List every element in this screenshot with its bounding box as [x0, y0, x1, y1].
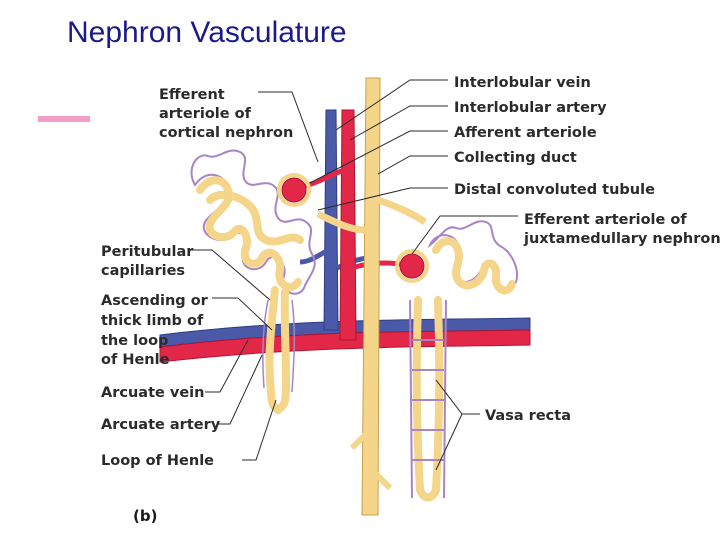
label-loop-of-henle: Loop of Henle	[101, 453, 214, 469]
label-ascending-3: the loop	[101, 333, 168, 349]
label-ascending-1: Ascending or	[101, 293, 209, 309]
label-efferent-cortical-2: arteriole of	[159, 106, 252, 122]
accent-bar	[38, 116, 90, 122]
labels: Efferent arteriole of cortical nephron I…	[101, 75, 720, 525]
label-ascending-4: of Henle	[101, 352, 170, 368]
label-ascending-2: thick limb of	[101, 313, 204, 329]
label-interlobular-vein: Interlobular vein	[454, 75, 591, 91]
leader-lines	[190, 79, 518, 471]
label-arcuate-artery: Arcuate artery	[101, 417, 221, 433]
cortical-nephron	[190, 149, 316, 415]
label-collecting-duct: Collecting duct	[454, 150, 577, 166]
label-vasa-recta: Vasa recta	[485, 408, 571, 424]
juxtamedullary-nephron	[395, 220, 518, 502]
label-distal-convoluted-tubule: Distal convoluted tubule	[454, 182, 655, 198]
interlobular-artery	[304, 109, 406, 341]
label-peritubular-1: Peritubular	[101, 244, 194, 260]
label-interlobular-artery: Interlobular artery	[454, 100, 607, 116]
slide-title: Nephron Vasculature	[67, 16, 347, 49]
label-efferent-juxtamedullary-2: juxtamedullary nephron	[523, 231, 720, 247]
collecting-duct	[316, 77, 427, 516]
panel-label: (b)	[133, 507, 157, 525]
label-efferent-cortical-1: Efferent	[159, 87, 225, 103]
label-efferent-cortical-3: cortical nephron	[159, 125, 293, 141]
label-afferent-arteriole: Afferent arteriole	[454, 125, 597, 141]
label-peritubular-2: capillaries	[101, 263, 185, 279]
label-arcuate-vein: Arcuate vein	[101, 385, 204, 401]
label-efferent-juxtamedullary-1: Efferent arteriole of	[524, 212, 687, 228]
